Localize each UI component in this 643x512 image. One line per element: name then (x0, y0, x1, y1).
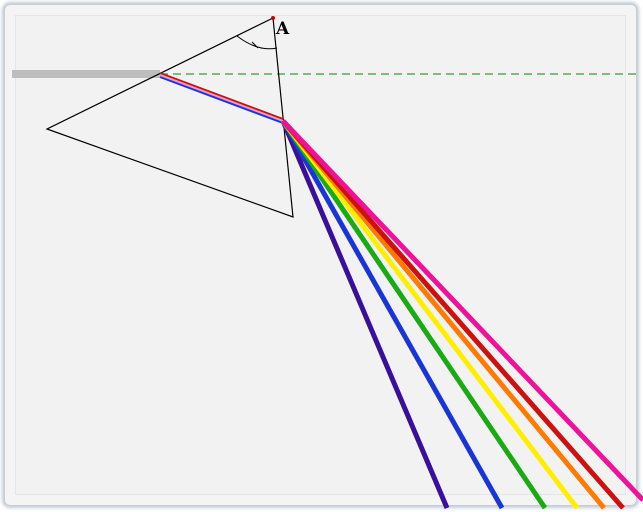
apex-label: A (275, 19, 290, 39)
violet-ray (280, 120, 450, 509)
green-ray (280, 119, 548, 510)
apex-angle-tick (251, 41, 259, 49)
internal-beam-red (159, 72, 284, 120)
prism-outline (45, 17, 294, 218)
internal-beam-blue (159, 76, 284, 124)
magenta-ray (281, 119, 643, 502)
yellow-ray (281, 119, 579, 510)
red-ray (281, 119, 625, 510)
internal-beam-pink (159, 74, 284, 122)
blue-ray (280, 119, 505, 510)
apex-dot (271, 16, 275, 20)
